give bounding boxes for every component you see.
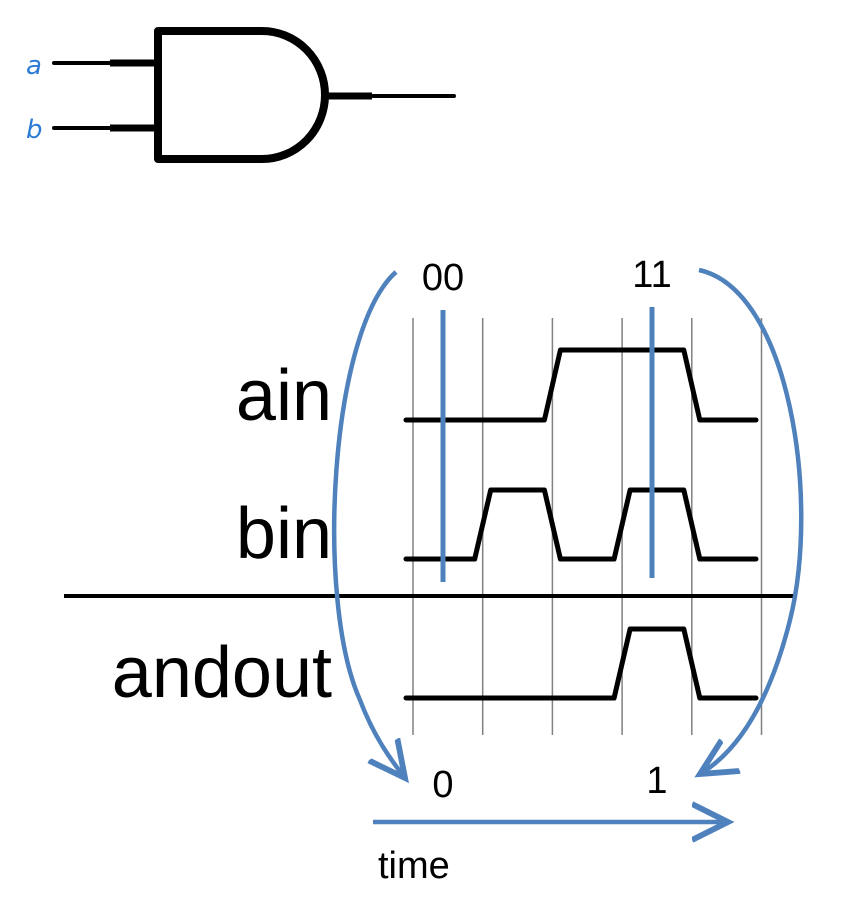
time-axis-label: time bbox=[378, 845, 450, 887]
signal-label-bin: bin bbox=[236, 494, 332, 574]
input-a-label: a bbox=[26, 51, 42, 81]
time-grid bbox=[412, 318, 763, 735]
waveform-bin bbox=[403, 487, 759, 562]
and-gate-symbol: a b bbox=[26, 27, 456, 163]
input-sample-label-00: 00 bbox=[422, 257, 464, 299]
mapping-arrow-left bbox=[332, 270, 405, 778]
output-label-0: 0 bbox=[432, 764, 453, 806]
output-label-1: 1 bbox=[646, 760, 667, 802]
waveform-andout bbox=[403, 626, 759, 701]
input-sample-label-11: 11 bbox=[632, 254, 671, 296]
signal-label-ain: ain bbox=[236, 356, 332, 436]
input-b-label: b bbox=[26, 115, 43, 145]
and-gate-body bbox=[154, 27, 329, 163]
mapping-arrow-right bbox=[699, 267, 804, 774]
waveform-ain bbox=[403, 347, 759, 423]
signal-label-andout: andout bbox=[112, 633, 332, 713]
waveforms bbox=[403, 347, 759, 701]
